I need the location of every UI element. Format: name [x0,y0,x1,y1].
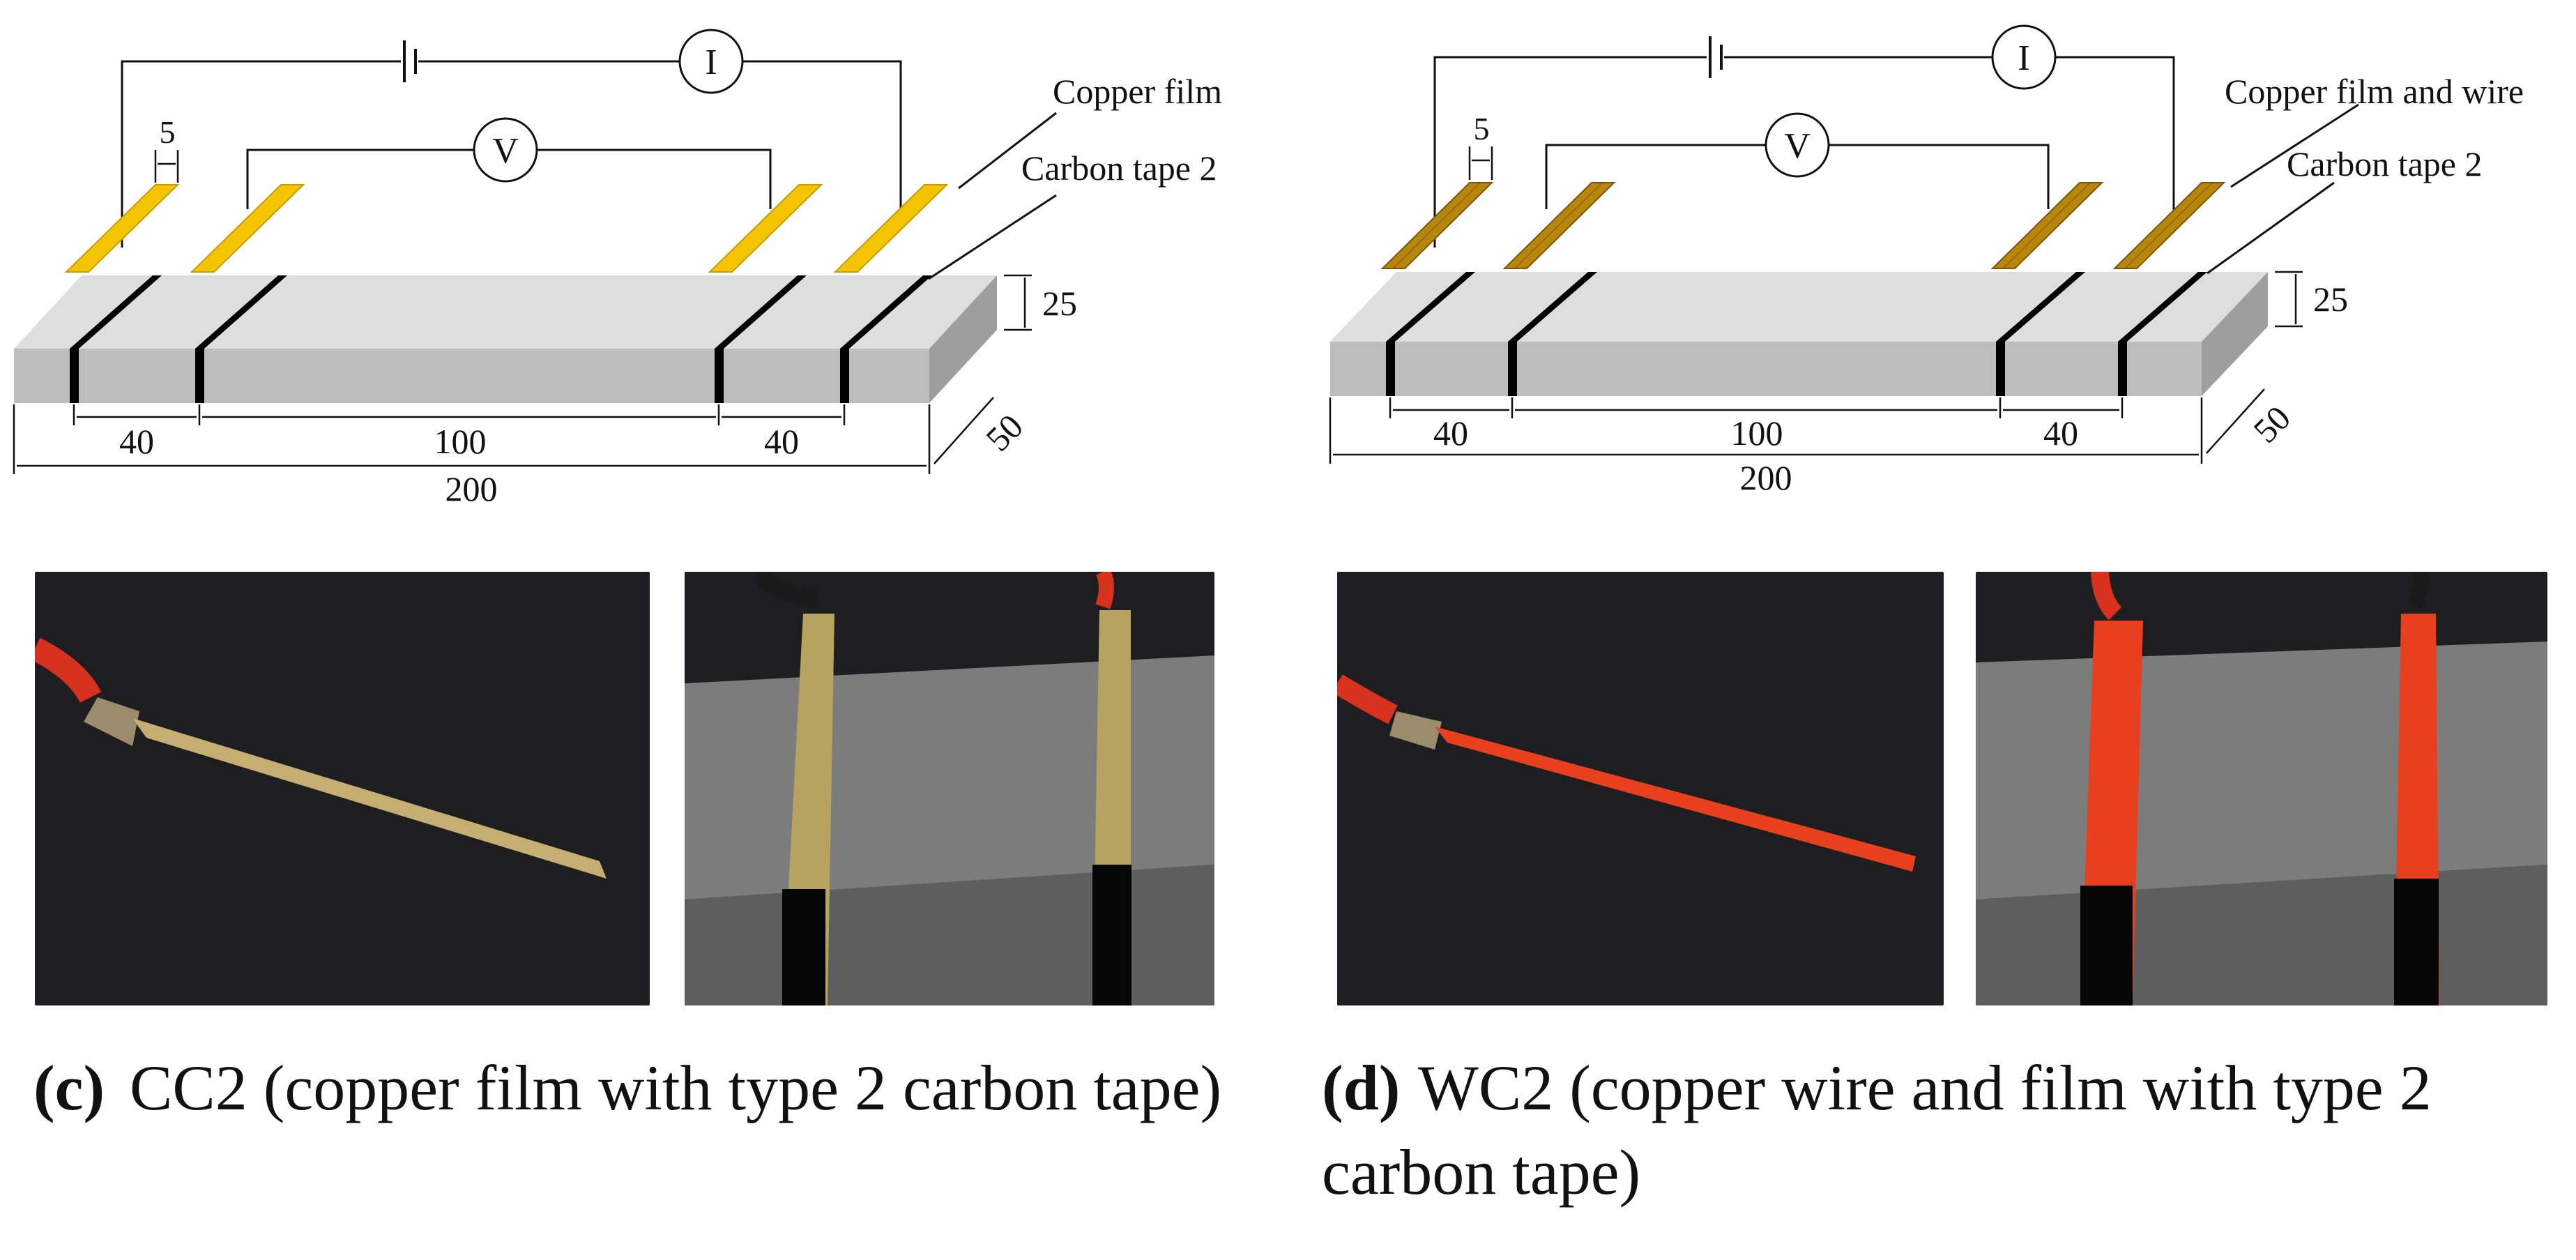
caption-text: WC2 (copper wire and film with type 2 ca… [1322,1052,2432,1208]
photo-copper-film-strip [35,572,650,1005]
dim-depth-label: 50 [978,407,1030,459]
caption-tag: (c) [33,1052,105,1123]
dim-bottom-lines [13,404,931,474]
circuit-wires [1433,56,2175,248]
dim-strip-width-label: 5 [1474,111,1490,146]
dim-middle-gap: 100 [434,422,487,461]
voltmeter-symbol: V [1765,112,1830,178]
ammeter-symbol: I [678,29,744,94]
circuit-wires [121,60,902,248]
photo-copper-wire-strip [1337,572,1944,1005]
dim-left-gap: 40 [119,422,154,461]
wire-texture [1392,182,2213,269]
dim-strip-width-label: 5 [160,114,176,150]
dim-strip-width [154,150,179,183]
battery-symbol [1709,36,1723,78]
svg-text:V: V [1784,126,1811,166]
label-carbon-tape: Carbon tape 2 [1021,149,1217,188]
panel-c: I V [13,29,1274,1130]
caption-tag: (d) [1322,1052,1401,1123]
label-copper-film-and-wire: Copper film and wire [2225,72,2524,111]
svg-text:I: I [2018,38,2029,78]
dim-right-gap: 40 [2043,413,2078,453]
dim-strip-width [1468,146,1493,180]
carbon-tapes [1386,272,2207,396]
svg-text:V: V [492,131,519,171]
svg-text:I: I [705,43,717,82]
voltmeter-symbol: V [473,117,538,183]
foam-block [14,275,997,403]
dim-thickness-label: 25 [1042,284,1077,323]
dim-thickness [1004,274,1032,331]
label-copper-film: Copper film [1053,72,1222,111]
dim-total-length: 200 [1740,458,1792,497]
ammeter-symbol: I [1991,24,2057,90]
leader-lines [2207,103,2359,275]
leader-lines [928,112,1057,280]
photo-foam-block-with-copper-film [685,572,1214,1005]
dim-right-gap: 40 [764,422,799,461]
caption-c: (c) CC2 (copper film with type 2 carbon t… [33,1046,1274,1130]
schematic-diagram: I V [1329,24,2524,497]
dim-depth [2206,388,2265,454]
caption-text: CC2 (copper film with type 2 carbon tape… [130,1052,1222,1123]
label-carbon-tape: Carbon tape 2 [2287,144,2482,183]
dim-middle-gap: 100 [1731,413,1783,453]
dim-depth-label: 50 [2246,398,2298,450]
dim-thickness [2275,271,2303,328]
carbon-tapes [70,275,932,403]
dim-depth [933,397,994,464]
foam-block [1330,272,2268,396]
dim-thickness-label: 25 [2313,280,2348,319]
dim-bottom-lines [1329,397,2203,464]
dim-left-gap: 40 [1433,413,1468,453]
battery-symbol [403,40,417,82]
copper-leads [1380,182,2226,269]
panel-d: I V [1288,0,2576,1260]
photo-foam-block-with-copper-wire [1976,572,2547,1005]
dim-total-length: 200 [445,469,498,508]
copper-leads [64,184,949,273]
schematic-diagram: I V [13,29,1222,508]
caption-d: (d)WC2 (copper wire and film with type 2… [1322,1046,2570,1215]
